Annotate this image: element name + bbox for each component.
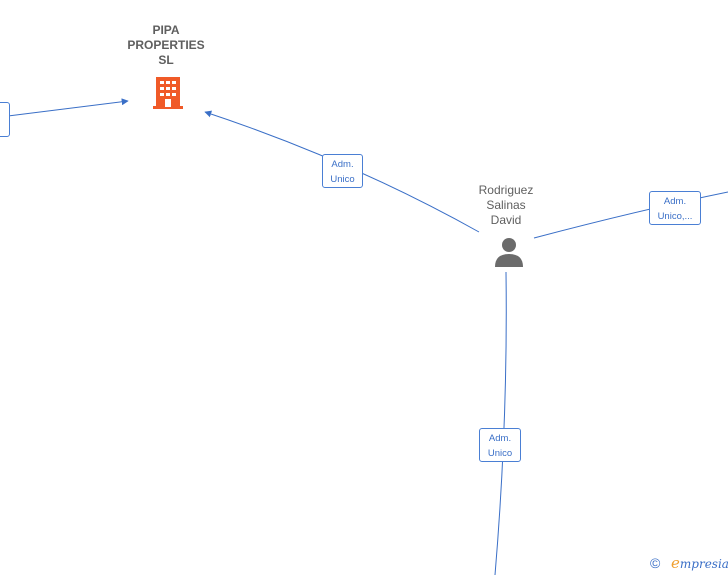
edge-label-company-person-line-2: Unico xyxy=(330,174,355,185)
edge-label-left[interactable] xyxy=(0,102,10,137)
company-name-line-1: PIPA xyxy=(152,23,180,37)
edge-label-company-person[interactable]: Adm. Unico xyxy=(322,154,363,188)
edge-label-company-person-line-1: Adm. xyxy=(331,159,354,170)
edge-label-bottom-line-1: Adm. xyxy=(488,433,512,444)
copyright-symbol: © xyxy=(650,555,661,571)
company-name-line-3: SL xyxy=(158,53,174,67)
company-name[interactable]: PIPA PROPERTIES SL xyxy=(118,23,214,68)
edge-right-line xyxy=(533,191,728,239)
person-name-line-2: Salinas xyxy=(486,198,526,212)
edge-label-right-line-1: Adm. xyxy=(663,196,687,207)
edge-label-bottom[interactable]: Adm. Unico xyxy=(479,428,521,462)
person-name-line-3: David xyxy=(490,213,522,227)
brand-initial: e xyxy=(671,554,680,572)
edge-bottom-line xyxy=(494,271,507,575)
building-icon[interactable] xyxy=(152,75,184,109)
brand-rest: mpresia xyxy=(679,557,728,571)
person-name[interactable]: Rodriguez Salinas David xyxy=(466,183,546,228)
edge-left-line xyxy=(7,98,129,117)
edge-label-right-line-2: Unico,... xyxy=(657,211,693,222)
edge-label-bottom-line-2: Unico xyxy=(487,448,513,459)
company-name-line-2: PROPERTIES xyxy=(127,38,205,52)
edge-label-right[interactable]: Adm. Unico,... xyxy=(649,191,701,225)
empresia-logo: empresia xyxy=(671,555,728,572)
person-icon[interactable] xyxy=(493,236,525,268)
person-name-line-1: Rodriguez xyxy=(478,183,534,197)
